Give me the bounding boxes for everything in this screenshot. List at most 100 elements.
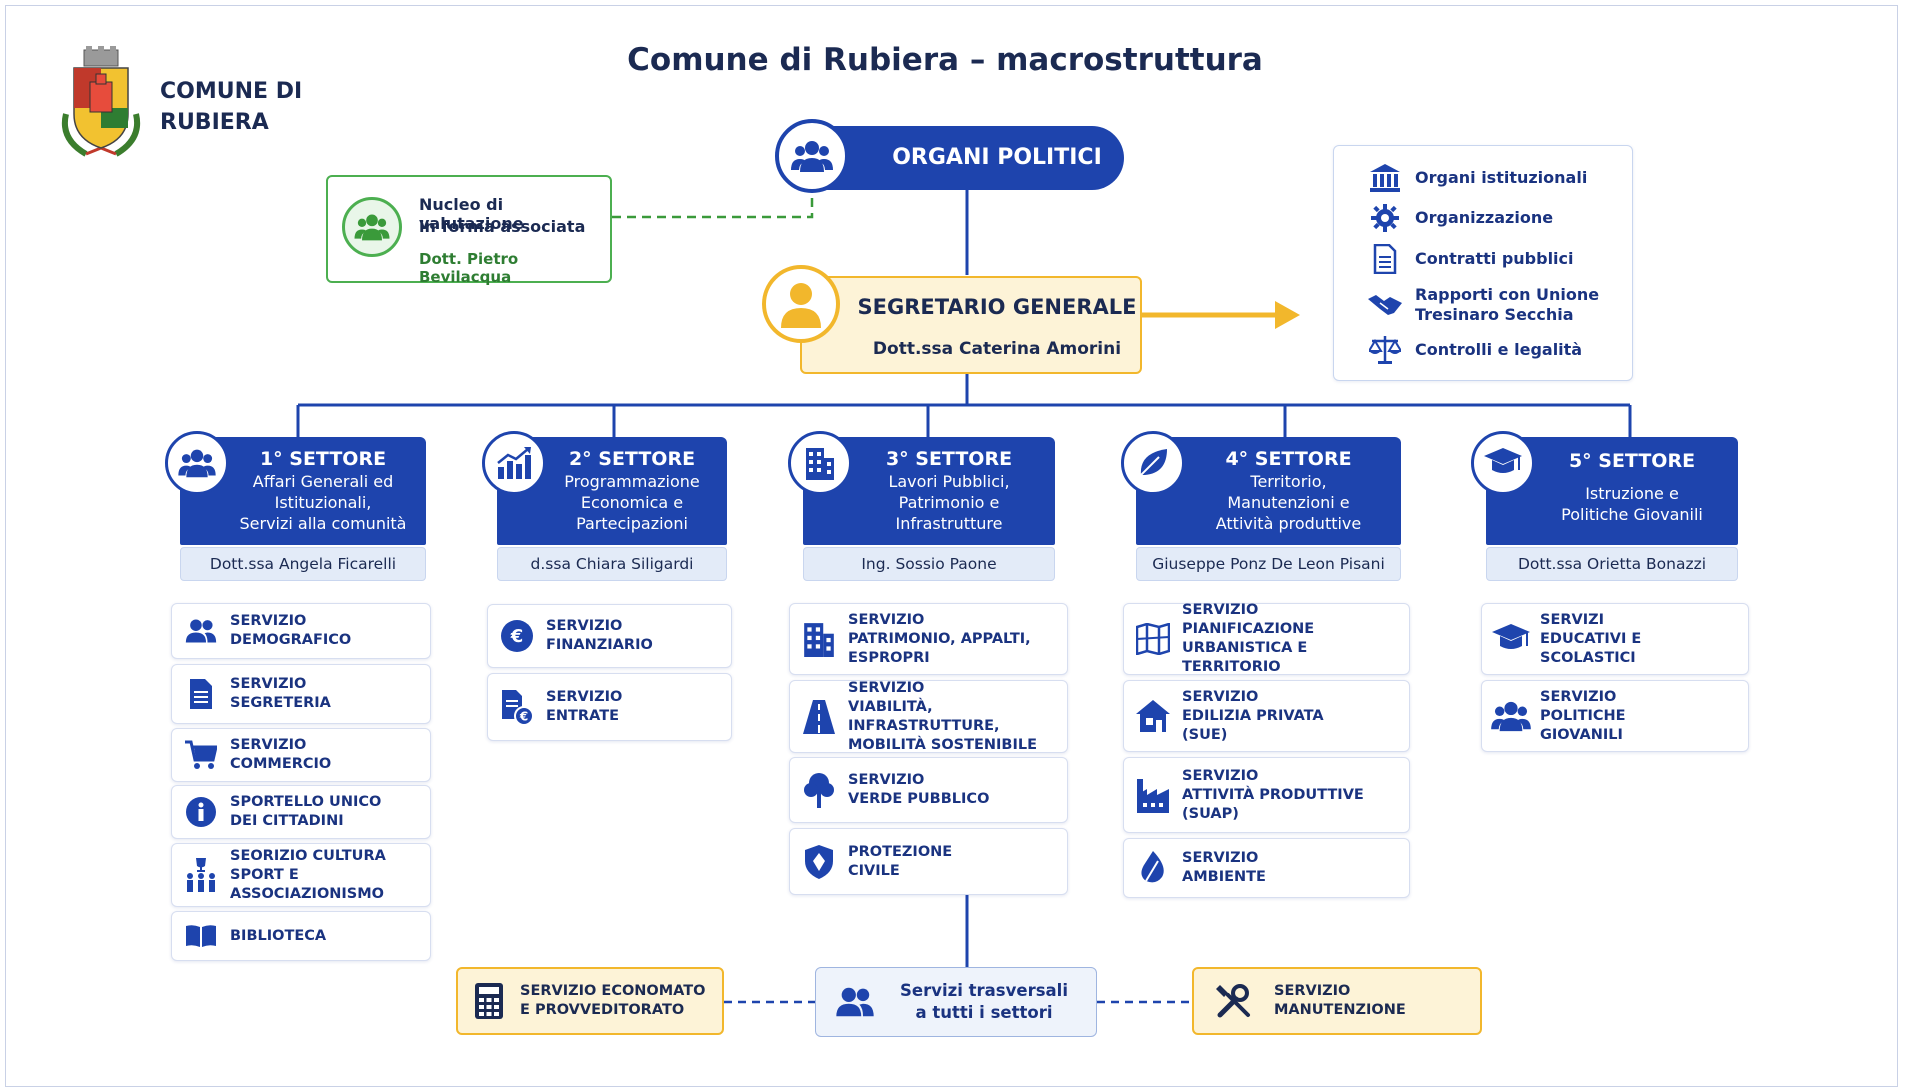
graduation-cap-icon xyxy=(1482,624,1540,654)
function-organizzazione[interactable]: Organizzazione xyxy=(1355,200,1553,236)
arrow-head xyxy=(1275,301,1300,329)
nucleo-line2: in forma associata xyxy=(419,217,586,236)
service-label: SERVIZIO DEMOGRAFICO xyxy=(230,613,352,648)
sector-3-head: Ing. Sossio Paone xyxy=(803,547,1055,581)
organi-politici-label: ORGANI POLITICI xyxy=(892,145,1102,170)
function-organi-istituzionali[interactable]: Organi istituzionali xyxy=(1355,160,1587,196)
sector-1-icon-circle xyxy=(165,431,229,495)
people-icon xyxy=(816,986,894,1018)
service-entrate[interactable]: € SERVIZIO ENTRATE xyxy=(487,673,732,741)
person-icon xyxy=(781,283,821,328)
segretario-title: SEGRETARIO GENERALE xyxy=(857,295,1137,319)
calculator-icon xyxy=(458,983,520,1019)
service-label: SERVIZIO VIABILITÀ, INFRASTRUTTURE, MOBI… xyxy=(848,679,1038,753)
sector-3-icon-circle xyxy=(788,431,852,495)
document-icon xyxy=(172,678,230,710)
book-icon xyxy=(172,924,230,948)
service-demografico[interactable]: SERVIZIO DEMOGRAFICO xyxy=(171,603,431,659)
service-label: PROTEZIONE CIVILE xyxy=(848,843,953,879)
people-icon xyxy=(172,618,230,644)
cart-icon xyxy=(172,740,230,770)
road-icon xyxy=(790,699,848,734)
sector-1-subtitle: Affari Generali ed Istituzionali, Serviz… xyxy=(239,472,407,533)
segretario-box[interactable]: SEGRETARIO GENERALE Dott.ssa Caterina Am… xyxy=(800,276,1142,374)
logo-text: COMUNE DI RUBIERA xyxy=(160,79,303,135)
service-verde-pubblico[interactable]: SERVIZIO VERDE PUBBLICO xyxy=(789,757,1068,823)
nucleo-name: Dott. Pietro Bevilacqua xyxy=(419,250,519,286)
function-controlli-legalita[interactable]: Controlli e legalità xyxy=(1355,332,1582,368)
chart-icon xyxy=(497,447,531,479)
economato-label: SERVIZIO ECONOMATO E PROVVEDITORATO xyxy=(520,983,706,1018)
service-segreteria[interactable]: SERVIZIO SEGRETERIA xyxy=(171,664,431,724)
factory-icon xyxy=(1124,777,1182,813)
service-label: SERVIZIO ENTRATE xyxy=(546,689,623,724)
sector-5-head: Dott.ssa Orietta Bonazzi xyxy=(1486,547,1738,581)
segretario-name: Dott.ssa Caterina Amorini xyxy=(872,339,1122,359)
sector-5-subtitle: Istruzione e Politiche Giovanili xyxy=(1561,484,1703,524)
service-protezione-civile[interactable]: PROTEZIONE CIVILE xyxy=(789,828,1068,895)
sector-4-number: 4° SETTORE xyxy=(1225,448,1352,470)
service-viabilita[interactable]: SERVIZIO VIABILITÀ, INFRASTRUTTURE, MOBI… xyxy=(789,680,1068,753)
organi-icon-circle xyxy=(775,119,849,193)
service-cultura-sport[interactable]: SEORIZIO CULTURA SPORT E ASSOCIAZIONISMO xyxy=(171,843,431,907)
function-contratti-pubblici[interactable]: Contratti pubblici xyxy=(1355,241,1574,277)
nucleo-box[interactable]: Nucleo di valutazione in forma associata… xyxy=(326,175,612,286)
people-icon xyxy=(1482,699,1540,733)
service-pianificazione[interactable]: SERVIZIO PIANIFICAZIONE URBANISTICA E TE… xyxy=(1123,602,1410,675)
service-edilizia-privata[interactable]: SERVIZIO EDILIZIA PRIVATA (SUE) xyxy=(1123,680,1410,752)
sector-4-header[interactable]: 4° SETTORE Territorio, Manutenzioni e At… xyxy=(1136,437,1401,545)
service-manutenzione[interactable]: SERVIZIO MANUTENZIONE xyxy=(1192,967,1482,1035)
leaf-drop-icon xyxy=(1124,851,1182,885)
sector-5-icon-circle xyxy=(1471,431,1535,495)
shield-icon xyxy=(790,844,848,879)
nucleo-icon-circle xyxy=(342,197,402,257)
servizi-trasversali-label: Servizi trasversali a tutti i settori xyxy=(900,981,1068,1022)
service-patrimonio[interactable]: SERVIZIO PATRIMONIO, APPALTI, ESPROPRI xyxy=(789,603,1068,675)
handshake-icon xyxy=(1355,293,1415,317)
service-attivita-produttive[interactable]: SERVIZIO ATTIVITÀ PRODUTTIVE (SUAP) xyxy=(1123,757,1410,833)
institution-icon xyxy=(1355,164,1415,192)
service-label: SERVIZIO EDILIZIA PRIVATA (SUE) xyxy=(1182,688,1324,743)
service-biblioteca[interactable]: BIBLIOTECA xyxy=(171,911,431,961)
sector-1-head: Dott.ssa Angela Ficarelli xyxy=(180,547,426,581)
people-icon xyxy=(791,141,833,172)
sector-2-header[interactable]: 2° SETTORE Programmazione Economica e Pa… xyxy=(497,437,727,545)
sector-2-subtitle: Programmazione Economica e Partecipazion… xyxy=(564,472,700,533)
house-icon xyxy=(1124,700,1182,732)
service-label: SERVIZIO SEGRETERIA xyxy=(230,676,331,711)
service-label: SERVIZIO COMMERCIO xyxy=(230,737,332,772)
sector-4-head: Giuseppe Ponz De Leon Pisani xyxy=(1136,547,1401,581)
sector-2-head: d.ssa Chiara Siligardi xyxy=(497,547,727,581)
leaf-icon xyxy=(1140,449,1167,476)
manutenzione-label: SERVIZIO MANUTENZIONE xyxy=(1274,983,1406,1018)
service-label: SERVIZIO ATTIVITÀ PRODUTTIVE (SUAP) xyxy=(1182,767,1364,822)
sector-2-icon-circle xyxy=(482,431,546,495)
trophy-people-icon xyxy=(172,858,230,892)
service-label: SERVIZIO POLITICHE GIOVANILI xyxy=(1540,688,1626,743)
map-icon xyxy=(1124,623,1182,655)
service-politiche-giovanili[interactable]: SERVIZIO POLITICHE GIOVANILI xyxy=(1481,680,1749,752)
service-educativi-scolastici[interactable]: SERVIZI EDUCATIVI E SCOLASTICI xyxy=(1481,603,1749,675)
service-label: SERVIZIO VERDE PUBBLICO xyxy=(848,772,990,807)
building-icon xyxy=(790,621,848,657)
sector-4-subtitle: Territorio, Manutenzioni e Attività prod… xyxy=(1215,472,1362,533)
tools-icon xyxy=(1194,983,1274,1019)
service-sportello-unico[interactable]: SPORTELLO UNICO DEI CITTADINI xyxy=(171,785,431,839)
function-rapporti-unione[interactable]: Rapporti con Unione Tresinaro Secchia xyxy=(1355,283,1599,327)
service-commercio[interactable]: SERVIZIO COMMERCIO xyxy=(171,728,431,782)
nucleo-line1: Nucleo di valutazione xyxy=(419,195,524,233)
svg-text:€: € xyxy=(510,626,524,647)
service-label: SEORIZIO CULTURA SPORT E ASSOCIAZIONISMO xyxy=(230,847,386,902)
euro-icon: € xyxy=(488,620,546,652)
scales-icon xyxy=(1355,335,1415,365)
svg-text:€: € xyxy=(519,710,528,724)
coat-of-arms-icon xyxy=(62,46,140,157)
servizi-trasversali-box[interactable]: Servizi trasversali a tutti i settori xyxy=(815,967,1097,1037)
service-economato[interactable]: SERVIZIO ECONOMATO E PROVVEDITORATO xyxy=(456,967,724,1035)
document-icon xyxy=(1355,244,1415,274)
service-ambiente[interactable]: SERVIZIO AMBIENTE xyxy=(1123,838,1410,898)
service-finanziario[interactable]: € SERVIZIO FINANZIARIO xyxy=(487,604,732,668)
sector-4-icon-circle xyxy=(1121,431,1185,495)
